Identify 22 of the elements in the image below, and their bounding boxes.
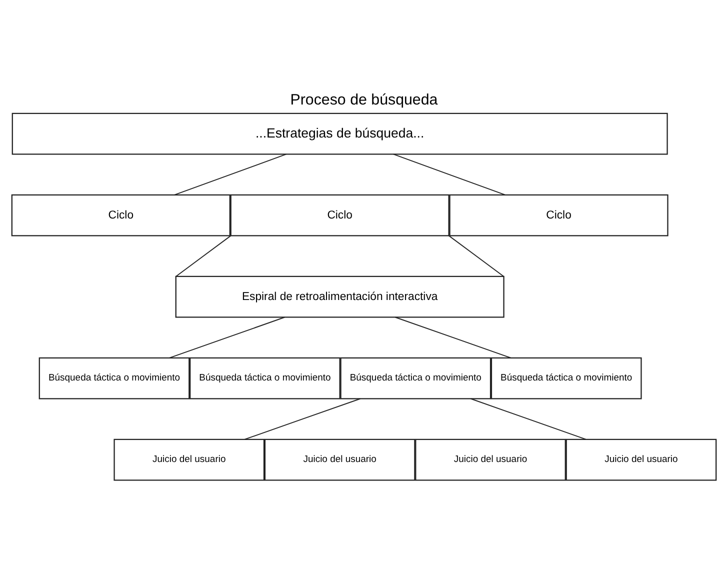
connector xyxy=(174,154,287,196)
node-box: Espiral de retroalimentación interactiva xyxy=(175,276,504,318)
node-box: Búsqueda táctica o movimiento xyxy=(38,357,190,400)
node-box: Ciclo xyxy=(449,194,668,236)
node-box: Juicio del usuario xyxy=(415,438,566,481)
node-box: Búsqueda táctica o movimiento xyxy=(340,357,492,400)
node-box: Juicio del usuario xyxy=(114,438,265,481)
node-box: Juicio del usuario xyxy=(264,438,416,481)
connector xyxy=(244,398,361,440)
connector xyxy=(392,154,506,196)
node-box: ...Estrategias de búsqueda... xyxy=(12,112,668,155)
connector xyxy=(394,316,512,358)
diagram-title: Proceso de búsqueda xyxy=(290,92,438,109)
node-box: Búsqueda táctica o movimiento xyxy=(490,357,642,400)
node-box: Juicio del usuario xyxy=(566,438,717,481)
connector xyxy=(470,398,586,440)
connector xyxy=(169,316,286,358)
connector xyxy=(175,235,232,277)
node-box: Ciclo xyxy=(230,194,450,236)
connector xyxy=(448,235,504,277)
node-box: Ciclo xyxy=(11,194,230,236)
node-box: Búsqueda táctica o movimiento xyxy=(190,357,340,400)
